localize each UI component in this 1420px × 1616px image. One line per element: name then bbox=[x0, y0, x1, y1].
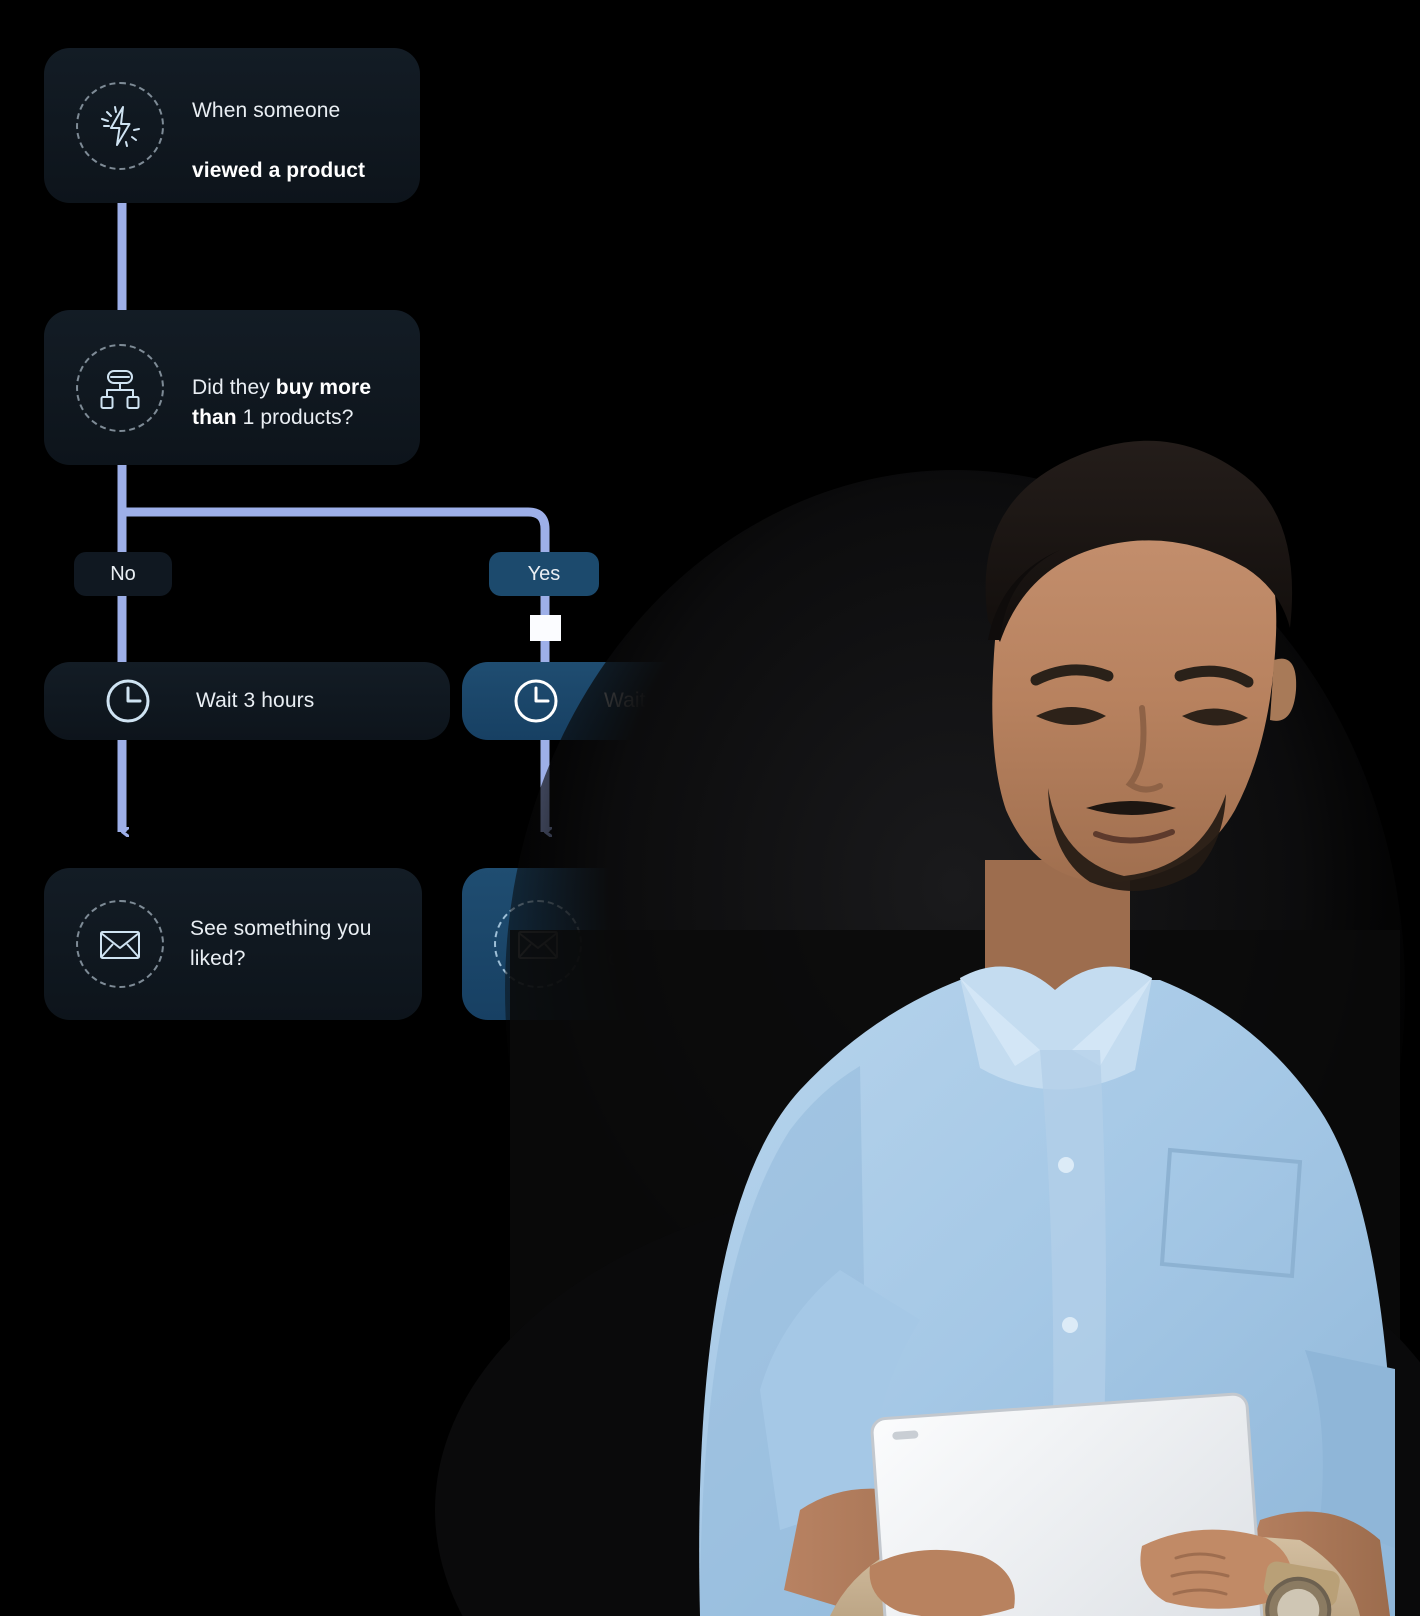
node-wait-no-label: Wait 3 hours bbox=[196, 689, 315, 712]
trigger-icon-ring bbox=[76, 81, 164, 170]
node-email-yes-label: Here coup bbox=[608, 917, 654, 970]
dashed-ring bbox=[76, 343, 164, 432]
dashed-ring bbox=[76, 900, 164, 988]
email-yes-icon-ring bbox=[494, 900, 582, 988]
envelope-icon bbox=[518, 931, 558, 959]
dashed-ring bbox=[76, 81, 164, 170]
branch-label-yes[interactable]: Yes bbox=[489, 552, 599, 596]
branch-label-no-text: No bbox=[110, 562, 136, 585]
node-email-yes[interactable]: Here coup bbox=[462, 868, 840, 1020]
node-trigger[interactable]: When someone viewed a product bbox=[44, 48, 420, 203]
node-wait-yes-label: Wait 3 hours bbox=[604, 689, 723, 712]
wait-no-icon bbox=[102, 675, 154, 727]
node-email-no[interactable]: See something you liked? bbox=[44, 868, 422, 1020]
dashed-ring bbox=[494, 900, 582, 988]
node-branch-condition[interactable]: Did they buy more than 1 products? bbox=[44, 310, 420, 465]
branch-icon-ring bbox=[76, 343, 164, 432]
envelope-icon bbox=[100, 931, 140, 959]
branch-split-icon bbox=[100, 369, 140, 409]
connector-node-marker bbox=[530, 615, 561, 641]
node-trigger-label: When someone viewed a product bbox=[192, 98, 366, 182]
clock-icon bbox=[514, 679, 558, 723]
wait-yes-icon bbox=[510, 675, 562, 727]
node-branch-label: Did they buy more than 1 products? bbox=[192, 375, 372, 429]
node-wait-yes[interactable]: Wait 3 hours bbox=[462, 662, 830, 740]
lightning-bolt-icon bbox=[101, 105, 140, 147]
node-email-no-label: See something you liked? bbox=[190, 917, 372, 970]
branch-label-no[interactable]: No bbox=[74, 552, 172, 596]
branch-label-yes-text: Yes bbox=[527, 562, 561, 585]
email-no-icon-ring bbox=[76, 900, 164, 988]
node-wait-no[interactable]: Wait 3 hours bbox=[44, 662, 450, 740]
clock-icon bbox=[106, 679, 150, 723]
